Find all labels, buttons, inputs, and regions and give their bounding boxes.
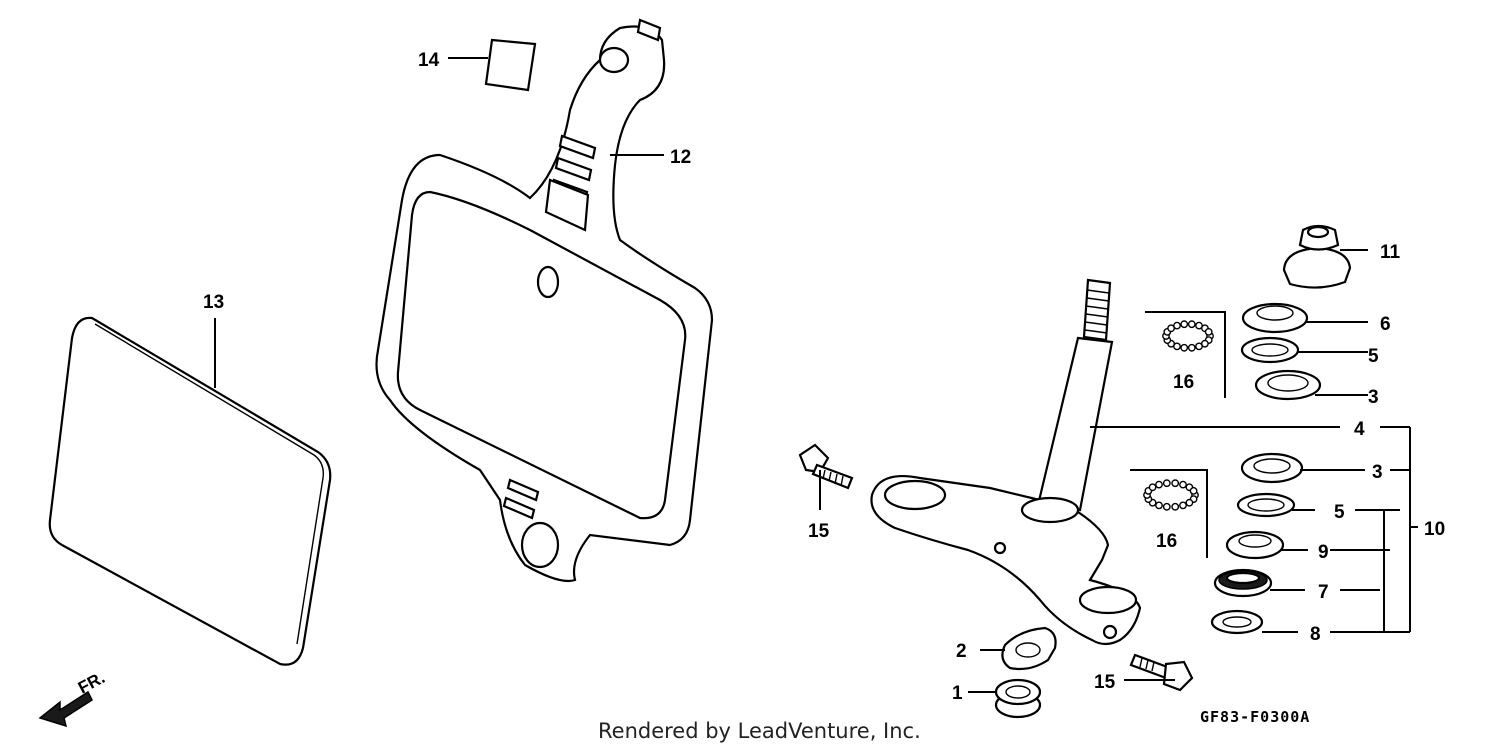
callout-14: 14 (418, 50, 440, 71)
callout-3-lower: 3 (1372, 462, 1383, 483)
lower-ball-bearing (1236, 492, 1296, 518)
steel-ball (1179, 480, 1187, 489)
decal-label (484, 38, 537, 92)
callout-8: 8 (1310, 624, 1321, 645)
steel-ball (1180, 320, 1189, 329)
callout-15-upper: 15 (808, 521, 830, 542)
steel-ball (1185, 498, 1194, 507)
callout-2: 2 (956, 641, 967, 662)
steel-ball (1195, 342, 1203, 351)
callout-labels: 14 12 13 11 6 5 3 16 4 3 5 10 16 9 7 8 1… (203, 50, 1445, 704)
steel-ball (1155, 480, 1163, 489)
steel-ball (1148, 483, 1157, 492)
callout-3-upper: 3 (1368, 387, 1379, 408)
callout-5-upper: 5 (1368, 346, 1379, 367)
steel-ball (1155, 501, 1163, 510)
steel-balls-upper (1162, 320, 1214, 352)
callout-15-lower: 15 (1094, 672, 1116, 693)
callout-6: 6 (1380, 314, 1391, 335)
front-arrow-icon (38, 690, 93, 728)
callout-7: 7 (1318, 582, 1329, 603)
front-marker-label: FR. (75, 668, 108, 698)
upper-ball-bearing (1240, 336, 1300, 364)
steel-ball (1162, 479, 1171, 488)
callout-16-upper: 16 (1173, 372, 1194, 393)
steel-ball (1171, 479, 1180, 488)
callout-5-lower: 5 (1334, 502, 1345, 523)
steel-ball (1204, 327, 1213, 336)
upper-ball-race (1254, 369, 1322, 401)
number-plate-frame (375, 18, 714, 583)
washer (1210, 609, 1264, 635)
flange-bolt-upper (798, 443, 854, 490)
steel-ball (1187, 320, 1196, 329)
steel-ball (1173, 321, 1181, 330)
flange-bolt-lower (1129, 653, 1194, 692)
callout-12: 12 (670, 147, 691, 168)
steering-stem (870, 278, 1142, 646)
callout-9: 9 (1318, 542, 1329, 563)
callout-11: 11 (1380, 242, 1401, 263)
callout-16-lower: 16 (1156, 531, 1177, 552)
steel-ball (1162, 502, 1171, 511)
callout-1: 1 (952, 683, 963, 704)
steel-ball (1189, 486, 1198, 495)
credit-text: Rendered by LeadVenture, Inc. (598, 719, 921, 743)
lower-cone-race (1225, 530, 1285, 560)
upper-cone-race (1241, 302, 1309, 334)
steel-ball (1180, 343, 1189, 352)
callout-4: 4 (1354, 419, 1365, 440)
steel-ball (1171, 502, 1180, 511)
callout-10: 10 (1424, 519, 1445, 540)
steel-ball (1187, 343, 1196, 352)
callout-13: 13 (203, 292, 224, 313)
stem-nut (1282, 224, 1352, 289)
number-plate-sheet (48, 316, 332, 666)
drawing-code: GF83-F0300A (1200, 708, 1310, 726)
dust-seal-lower (1213, 568, 1273, 598)
steel-ball (1179, 501, 1187, 510)
lower-ball-race (1240, 452, 1304, 484)
leader-lines (214, 57, 1418, 693)
steel-balls-lower (1143, 479, 1199, 511)
cable-clamp (1001, 626, 1057, 671)
dust-seal (994, 678, 1042, 719)
